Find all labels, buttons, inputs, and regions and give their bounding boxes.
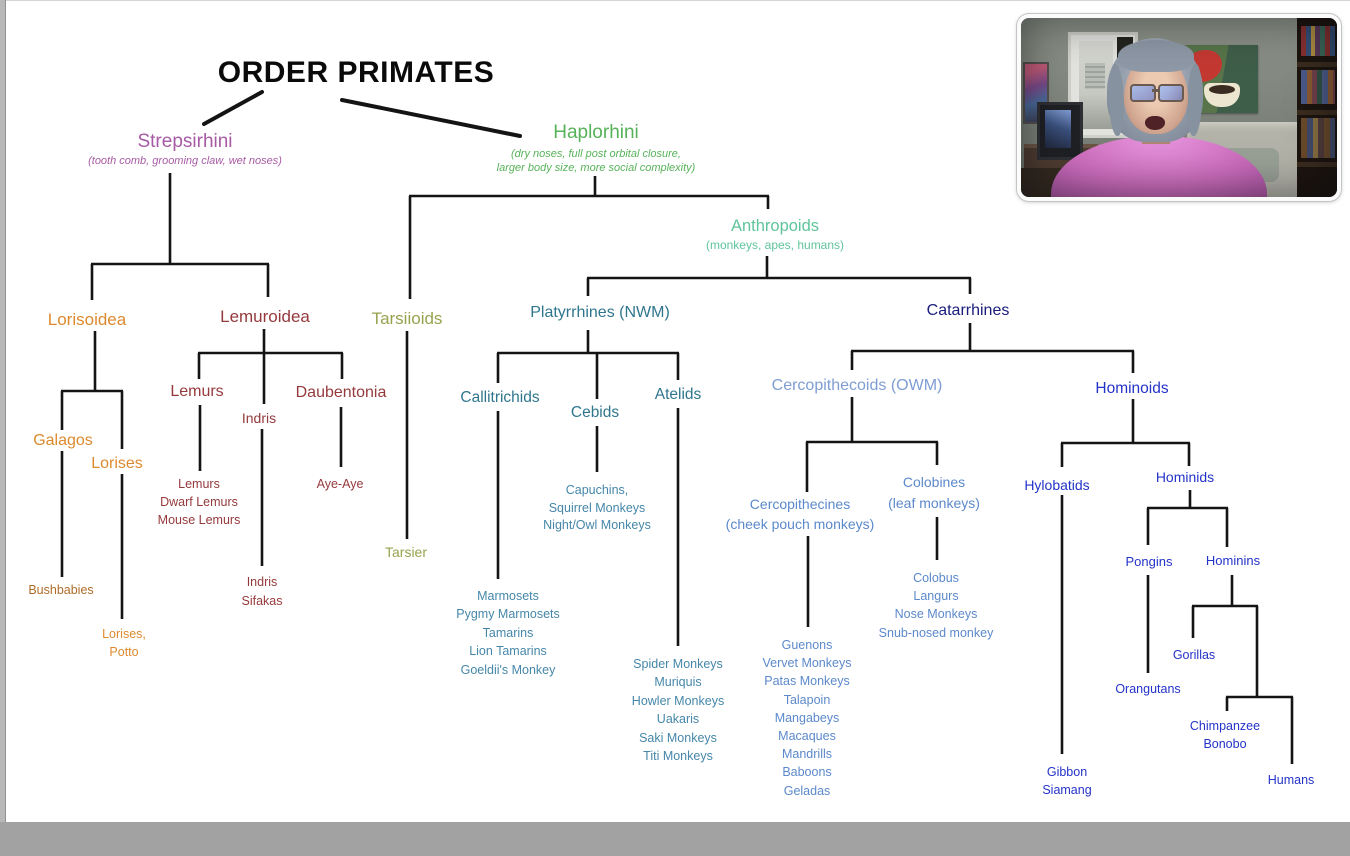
- glasses-right-lens: [1158, 84, 1184, 102]
- leaf-indris-sifakas: Indris Sifakas: [241, 575, 283, 608]
- painting-coffee-cup: [1204, 83, 1240, 107]
- leaf-cercopithecine-species: Guenons Vervet Monkeys Patas Monkeys Tal…: [762, 638, 852, 798]
- node-haplorhini: Haplorhini: [553, 122, 639, 143]
- slide-top-edge: [0, 0, 1350, 1]
- taxonomy-tree-lines: [60, 90, 1294, 764]
- presenter-hair-fringe: [1118, 40, 1194, 72]
- node-lorises: Lorises: [91, 455, 143, 472]
- leaf-lorises-potto: Lorises, Potto: [102, 627, 146, 659]
- node-strepsirhini: Strepsirhini: [137, 131, 233, 152]
- presenter-webcam-video: [1017, 14, 1341, 201]
- presenter-glasses: [1130, 84, 1184, 102]
- leaf-gorillas: Gorillas: [1172, 648, 1216, 662]
- node-indris: Indris: [241, 410, 277, 426]
- bookshelf-board: [1297, 62, 1337, 67]
- webcam-vignette: [1021, 18, 1337, 197]
- leaf-orangutans: Orangutans: [1115, 682, 1181, 696]
- node-cebids: Cebids: [570, 404, 620, 421]
- painting-coffee-cup-opening: [1209, 85, 1235, 94]
- app-background-below-slide: [0, 822, 1350, 856]
- node-platyrrhines: Platyrrhines (NWM): [530, 304, 670, 321]
- node-cercopithecines: Cercopithecines (cheek pouch monkeys): [725, 496, 875, 532]
- node-anthropoids-note: (monkeys, apes, humans): [705, 238, 845, 252]
- leaf-callitrichid-species: Marmosets Pygmy Marmosets Tamarins Lion …: [456, 589, 560, 677]
- node-hylobatids: Hylobatids: [1024, 477, 1090, 493]
- leaf-aye-aye: Aye-Aye: [316, 477, 364, 491]
- node-lemurs: Lemurs: [170, 383, 224, 400]
- bookshelf-books-top: [1301, 26, 1335, 56]
- presenter-mouth: [1145, 116, 1165, 130]
- room-bookshelf: [1297, 18, 1337, 197]
- glasses-bridge: [1152, 89, 1159, 92]
- node-lemuroidea: Lemuroidea: [220, 307, 310, 326]
- node-lorisoidea: Lorisoidea: [47, 310, 127, 329]
- leaf-gibbon-siamang: Gibbon Siamang: [1042, 765, 1092, 797]
- node-hominoids: Hominoids: [1095, 380, 1169, 397]
- room-picture-frame: [1037, 102, 1083, 160]
- presenter-hair-left: [1109, 64, 1124, 136]
- node-atelids: Atelids: [654, 386, 702, 403]
- leaf-tarsier: Tarsier: [384, 544, 428, 560]
- bookshelf-books-middle: [1301, 70, 1335, 104]
- leaf-chimpanzee-bonobo: Chimpanzee Bonobo: [1189, 719, 1261, 751]
- node-anthropoids: Anthropoids: [730, 217, 820, 235]
- node-haplorhini-note: (dry noses, full post orbital closure, l…: [496, 148, 696, 174]
- leaf-humans: Humans: [1267, 773, 1315, 787]
- node-pongins: Pongins: [1125, 554, 1173, 569]
- bookshelf-board: [1297, 162, 1337, 167]
- glasses-left-lens: [1130, 84, 1156, 102]
- leaf-cebid-species: Capuchins, Squirrel Monkeys Night/Owl Mo…: [543, 483, 651, 533]
- node-daubentonia: Daubentonia: [295, 384, 387, 401]
- node-tarsiioids: Tarsiioids: [371, 309, 443, 328]
- slide: ORDER PRIMATES Strepsirhini (tooth comb,…: [0, 0, 1350, 824]
- node-callitrichids: Callitrichids: [460, 389, 540, 406]
- page-title: ORDER PRIMATES: [217, 56, 495, 89]
- room-window-blinds: [1085, 63, 1105, 89]
- page-edge-strip: [0, 0, 6, 822]
- node-strepsirhini-note: (tooth comb, grooming claw, wet noses): [88, 155, 282, 167]
- bookshelf-board: [1297, 110, 1337, 115]
- presenter-hair-right: [1187, 64, 1202, 136]
- bookshelf-books-bottom: [1301, 118, 1335, 158]
- leaf-lemur-species: Lemurs Dwarf Lemurs Mouse Lemurs: [157, 477, 241, 527]
- node-cercopithecoids: Cercopithecoids (OWM): [771, 377, 943, 394]
- node-hominins: Hominins: [1205, 553, 1261, 568]
- leaf-colobine-species: Colobus Langurs Nose Monkeys Snub-nosed …: [878, 571, 994, 640]
- leaf-bushbabies: Bushbabies: [28, 583, 94, 597]
- node-catarrhines: Catarrhines: [926, 302, 1010, 319]
- room-picture-frame-photo: [1045, 110, 1071, 148]
- node-colobines: Colobines (leaf monkeys): [888, 474, 980, 511]
- node-galagos: Galagos: [33, 432, 93, 449]
- leaf-atelid-species: Spider Monkeys Muriquis Howler Monkeys U…: [631, 657, 725, 764]
- node-hominids: Hominids: [1155, 469, 1215, 485]
